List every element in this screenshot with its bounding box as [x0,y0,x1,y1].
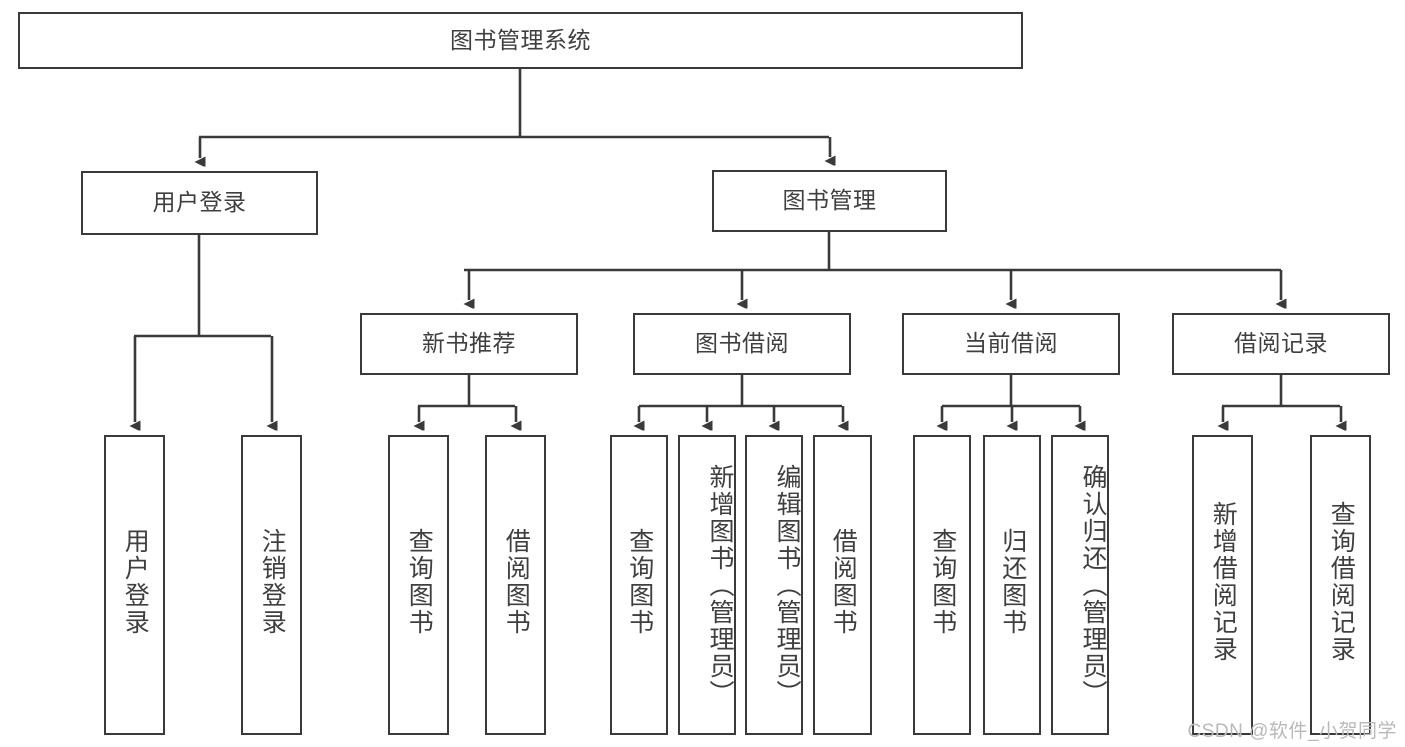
node-leaf-borrow-book-2[interactable]: 借阅图书 [813,435,872,735]
node-leaf-return-book[interactable]: 归还图书 [983,435,1041,735]
node-leaf-query-book-2[interactable]: 查询图书 [610,435,668,735]
node-borrow-record-label: 借阅记录 [1234,330,1328,357]
node-root[interactable]: 图书管理系统 [18,12,1023,69]
node-leaf-edit-book-admin-label: 编辑图书（管理员） [773,463,801,707]
node-leaf-borrow-book-1[interactable]: 借阅图书 [485,435,546,735]
node-leaf-edit-book-admin[interactable]: 编辑图书（管理员） [745,435,803,735]
node-leaf-confirm-return-admin[interactable]: 确认归还（管理员） [1051,435,1109,735]
csdn-watermark: CSDN @软件_小贺同学 [1187,721,1397,742]
node-new-book-recommend-label: 新书推荐 [422,330,516,357]
node-book-manage[interactable]: 图书管理 [712,170,947,232]
node-book-borrow-label: 图书借阅 [695,330,789,357]
node-leaf-user-logout[interactable]: 注销登录 [241,435,302,735]
node-book-manage-label: 图书管理 [782,187,877,214]
node-borrow-record[interactable]: 借阅记录 [1172,313,1390,375]
node-leaf-borrow-book-1-label: 借阅图书 [502,528,531,636]
node-leaf-query-book-3[interactable]: 查询图书 [913,435,971,735]
node-current-borrow[interactable]: 当前借阅 [902,313,1120,375]
node-leaf-confirm-return-admin-label: 确认归还（管理员） [1079,463,1107,707]
node-leaf-query-book-1[interactable]: 查询图书 [388,435,449,735]
node-leaf-borrow-book-2-label: 借阅图书 [829,528,858,636]
node-leaf-add-borrow-record-label: 新增借阅记录 [1209,501,1238,663]
node-leaf-add-book-admin[interactable]: 新增图书（管理员） [678,435,736,735]
node-leaf-user-login-label: 用户登录 [121,528,150,636]
node-user-login-label: 用户登录 [152,189,247,216]
node-leaf-user-login[interactable]: 用户登录 [104,435,165,735]
node-leaf-add-book-admin-label: 新增图书（管理员） [706,463,734,707]
node-leaf-user-logout-label: 注销登录 [258,528,287,636]
node-current-borrow-label: 当前借阅 [964,330,1058,357]
node-user-login[interactable]: 用户登录 [81,171,318,235]
node-leaf-query-borrow-record[interactable]: 查询借阅记录 [1310,435,1371,735]
node-root-label: 图书管理系统 [450,26,591,53]
node-leaf-return-book-label: 归还图书 [998,528,1027,636]
node-leaf-query-book-3-label: 查询图书 [928,528,957,636]
node-book-borrow[interactable]: 图书借阅 [633,313,851,375]
node-leaf-query-book-2-label: 查询图书 [625,528,654,636]
node-leaf-query-borrow-record-label: 查询借阅记录 [1327,501,1356,663]
node-leaf-query-book-1-label: 查询图书 [405,528,434,636]
node-new-book-recommend[interactable]: 新书推荐 [360,313,578,375]
node-leaf-add-borrow-record[interactable]: 新增借阅记录 [1192,435,1253,735]
